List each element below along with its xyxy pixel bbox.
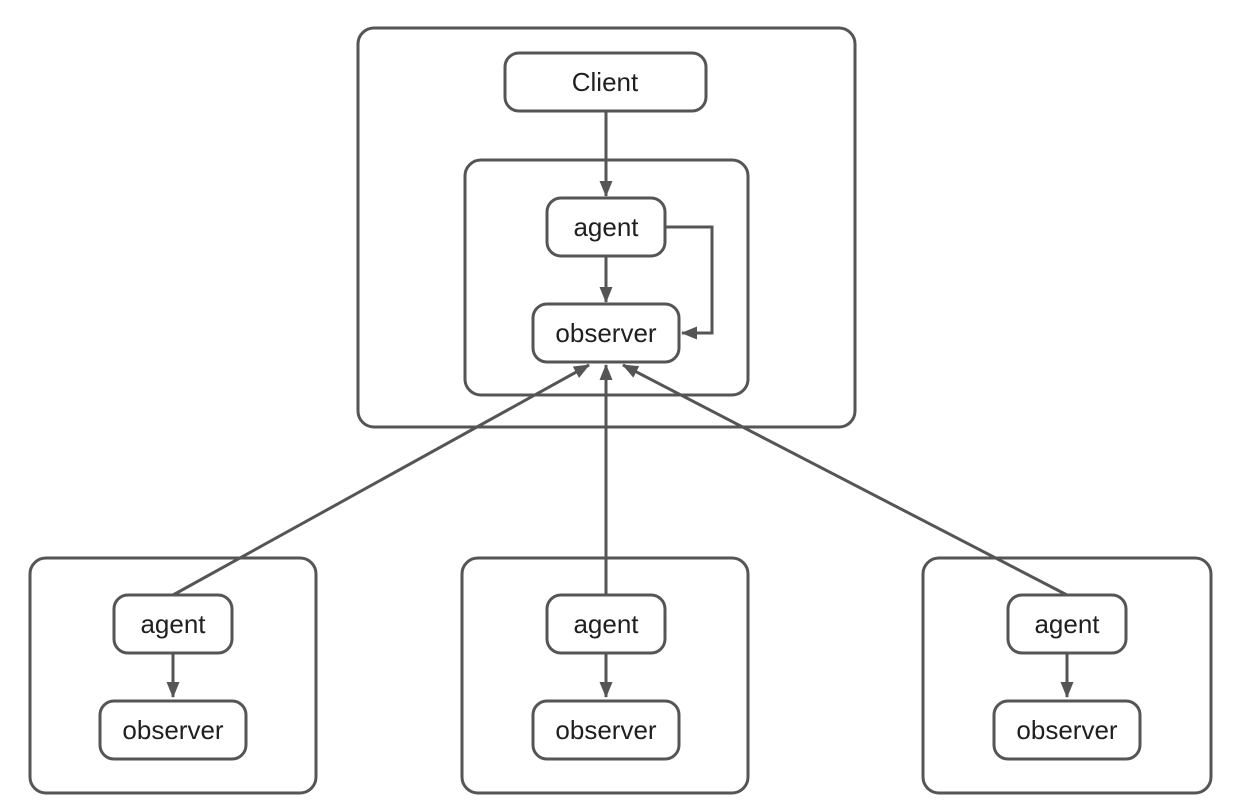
worker1-agent-node-label: agent [140,609,206,639]
worker3-agent-node-label: agent [1034,609,1100,639]
main-agent-node-label: agent [573,212,639,242]
edge-main-agent-loop-to-main-observer [665,225,714,340]
worker3-observer-node-label: observer [1016,715,1117,745]
worker2-observer-node-box [531,699,681,761]
node-client: Client [503,51,708,113]
node-worker1-agent: agent [112,593,234,655]
node-worker3-observer: observer [992,699,1142,761]
node-main-observer: observer [531,302,681,364]
worker3-agent-node-box [1006,593,1128,655]
worker1-observer-node-label: observer [122,715,223,745]
main-observer-node-label: observer [555,318,656,348]
main-observer-node-box [531,302,681,364]
edge-worker1-agent-to-main-observer [172,363,590,597]
client-node-label: Client [572,67,639,97]
worker2-agent-node-label: agent [573,609,639,639]
node-worker2-agent: agent [545,593,667,655]
main-agent-node-box [545,196,667,258]
edge-worker3-agent-to-main-observer [622,363,1068,597]
worker3-observer-node-box [992,699,1142,761]
worker2-observer-node-label: observer [555,715,656,745]
worker1-agent-node-box [112,593,234,655]
node-main-agent: agent [545,196,667,258]
node-worker2-observer: observer [531,699,681,761]
worker2-agent-node-box [545,593,667,655]
worker1-observer-node-box [98,699,248,761]
node-worker3-agent: agent [1006,593,1128,655]
node-worker1-observer: observer [98,699,248,761]
client-node-box [503,51,708,113]
